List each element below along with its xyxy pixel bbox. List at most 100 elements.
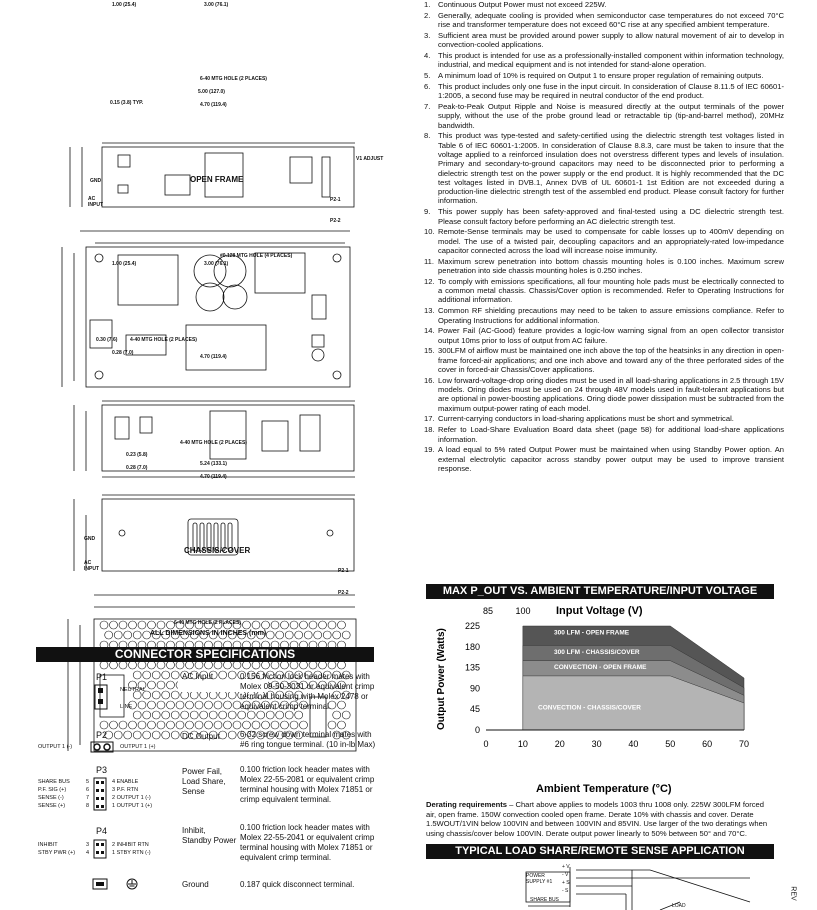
- x-tick-label: 10: [518, 739, 528, 749]
- perforation-hole: [242, 720, 251, 730]
- quick-disconnect-icon: [92, 878, 108, 890]
- note-text: A minimum load of 10% is required on Out…: [438, 71, 764, 81]
- perforation-hole: [299, 660, 308, 670]
- perforation-hole: [337, 620, 346, 630]
- perforation-hole: [151, 730, 161, 740]
- note-item: 4.This product is intended for use as a …: [424, 51, 784, 70]
- perforation-hole: [194, 620, 204, 630]
- load-label: LOAD: [672, 903, 686, 909]
- pin-label: 2 INHIBIT RTN: [112, 842, 149, 848]
- x-tick-label: 70: [739, 739, 749, 749]
- perforation-hole: [137, 700, 147, 710]
- x-tick-label: 20: [555, 739, 565, 749]
- note-number: 10.: [424, 227, 435, 237]
- perforation-hole: [251, 660, 261, 670]
- connector-description: 0.187 quick disconnect terminal.: [240, 880, 355, 889]
- perforation-hole: [208, 730, 218, 740]
- note-text: Common RF shielding precautions may need…: [438, 306, 784, 325]
- y-tick-label: 45: [470, 704, 480, 714]
- y-tick-label: 135: [465, 663, 480, 673]
- note-item: 3.Sufficient area must be provided aroun…: [424, 31, 784, 50]
- note-number: 2.: [424, 10, 431, 20]
- perforation-hole: [313, 630, 323, 640]
- perforation-hole: [156, 700, 166, 710]
- x-tick-label: 0: [483, 739, 488, 749]
- perforation-hole: [189, 630, 199, 640]
- perforation-hole: [99, 720, 109, 730]
- open-frame-label: OPEN FRAME: [190, 175, 244, 184]
- connector-description: 0.100 friction lock header mates with Mo…: [240, 765, 375, 804]
- perforation-hole: [128, 660, 137, 670]
- note-text: This product includes only one fuse in t…: [438, 81, 784, 101]
- perforation-hole: [223, 660, 232, 670]
- pin-label: 1 OUTPUT 1 (+): [112, 803, 153, 809]
- p2-1-label: P2-1: [330, 197, 341, 203]
- perforation-hole: [237, 670, 246, 680]
- perforation-hole: [265, 670, 275, 680]
- perforation-hole: [170, 710, 180, 720]
- revision-mark: REV: [789, 886, 797, 901]
- dim-label: 0.28 (7.0): [126, 465, 148, 471]
- note-number: 15.: [424, 346, 435, 356]
- hole-label: 4-40 MTG HOLE (2 PLACES): [130, 337, 197, 343]
- hole-label: 4-40 MTG HOLE (2 PLACES): [180, 440, 247, 446]
- perforation-hole: [322, 630, 332, 640]
- top-tick-label: 100: [515, 606, 530, 616]
- perforation-hole: [327, 660, 337, 670]
- y-tick-label: 0: [475, 725, 480, 735]
- perforation-hole: [123, 730, 132, 740]
- note-text: Low forward-voltage-drop oring diodes mu…: [438, 375, 784, 413]
- pin-number: 6: [86, 787, 90, 793]
- perforation-hole: [166, 680, 175, 690]
- perforation-hole: [227, 630, 237, 640]
- derating-chart: Input Voltage (V) Ambient Temperature (°…: [436, 605, 749, 795]
- note-number: 12.: [424, 276, 435, 286]
- note-text: This power supply has been safety-approv…: [438, 207, 784, 226]
- perforation-hole: [185, 620, 194, 630]
- perforation-hole: [137, 660, 147, 670]
- p4-header-icon: [93, 839, 107, 859]
- perforation-hole: [180, 730, 189, 740]
- perforation-hole: [147, 700, 156, 710]
- perforation-hole: [280, 660, 289, 670]
- perforation-hole: [227, 670, 237, 680]
- gnd-label: GND: [84, 536, 96, 542]
- perforation-hole: [242, 660, 251, 670]
- note-item: 1.Continuous Output Power must not excee…: [424, 0, 784, 9]
- note-text: Refer to Load-Share Evaluation Board dat…: [438, 425, 784, 444]
- connector-id: P2: [96, 730, 108, 740]
- perforation-hole: [275, 730, 285, 740]
- perforation-hole: [151, 670, 161, 680]
- perforation-hole: [332, 690, 342, 700]
- perforation-hole: [170, 670, 180, 680]
- all-dimensions-note: ALL DIMENSIONS IN INCHES (mm): [150, 630, 267, 637]
- perforation-hole: [199, 630, 208, 640]
- note-item: 12.To comply with emissions specificatio…: [424, 277, 784, 305]
- dim-label: 0.30 (7.6): [96, 337, 118, 343]
- perforation-hole: [341, 690, 351, 700]
- perforation-hole: [175, 620, 185, 630]
- perforation-hole: [189, 710, 199, 720]
- perforation-hole: [199, 710, 208, 720]
- perforation-hole: [318, 680, 327, 690]
- perforation-hole: [156, 660, 166, 670]
- dim-label: 4.70 (119.4): [200, 354, 227, 360]
- note-item: 15.300LFM of airflow must be maintained …: [424, 346, 784, 374]
- note-text: 300LFM of airflow must be maintained one…: [438, 346, 784, 374]
- note-item: 11.Maximum screw penetration into bottom…: [424, 257, 784, 276]
- perforation-hole: [280, 680, 289, 690]
- perforation-hole: [327, 720, 337, 730]
- ac-input-label: AC INPUT: [84, 560, 99, 572]
- perforation-hole: [275, 690, 285, 700]
- perforation-hole: [109, 620, 118, 630]
- connector-row-ground: Ground 0.187 quick disconnect terminal.: [36, 878, 381, 894]
- pin-number: 3: [86, 842, 90, 848]
- connector-id: P3: [96, 765, 108, 775]
- perforation-hole: [166, 720, 175, 730]
- perforation-hole: [270, 720, 280, 730]
- perforation-hole: [151, 630, 161, 640]
- perforation-hole: [166, 620, 175, 630]
- y-tick-label: 180: [465, 642, 480, 652]
- perforation-hole: [280, 720, 289, 730]
- perforation-hole: [142, 630, 151, 640]
